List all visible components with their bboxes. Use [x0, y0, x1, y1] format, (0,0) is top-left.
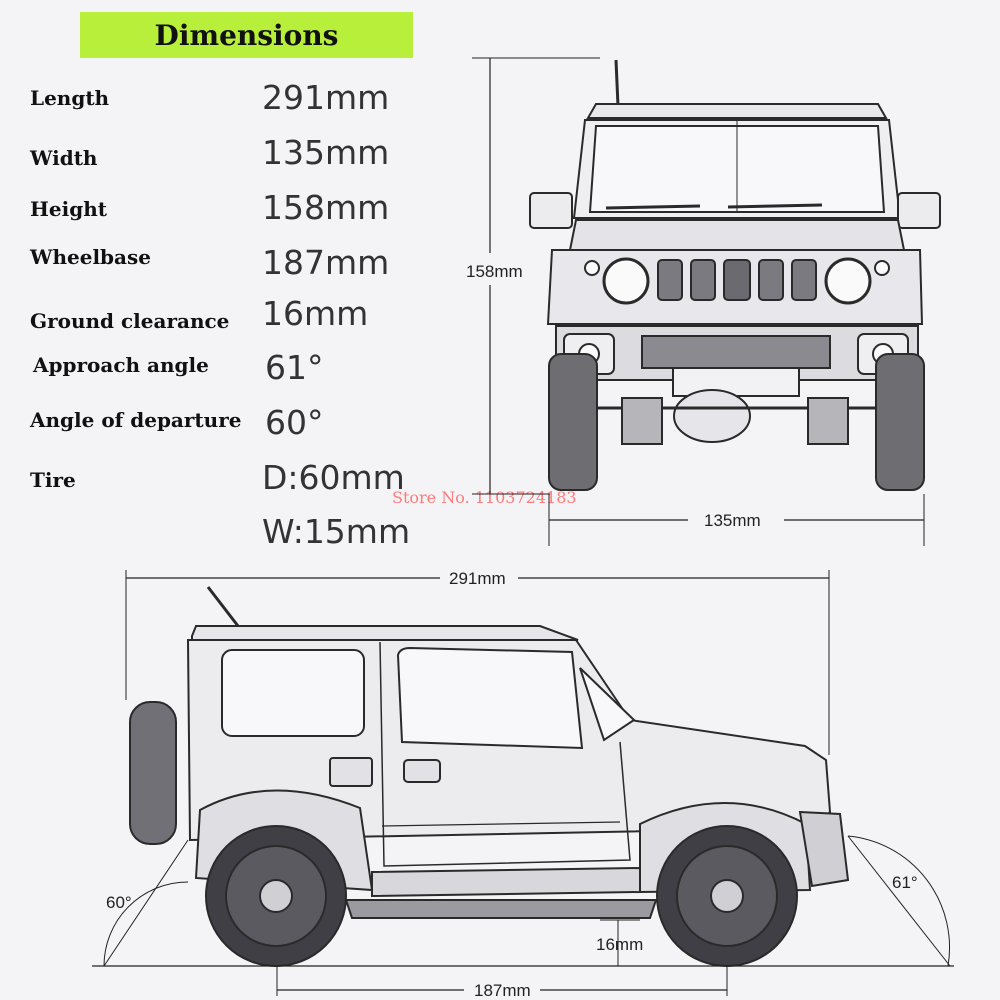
spec-label-departure-angle: Angle of departure: [30, 408, 242, 432]
spec-value-tire-diameter: D:60mm: [262, 458, 405, 497]
page-title: Dimensions: [154, 18, 339, 52]
dimensions-banner: Dimensions: [80, 12, 413, 58]
spec-label-ground-clearance: Ground clearance: [30, 309, 230, 333]
spec-label-length: Length: [30, 86, 110, 110]
front-width-label: 135mm: [704, 511, 761, 530]
front-view: [529, 59, 941, 491]
spec-label-tire: Tire: [30, 468, 76, 492]
side-clearance-label: 16mm: [596, 935, 643, 954]
spec-value-wheelbase: 187mm: [262, 243, 390, 282]
departure-angle-marker: 60°: [103, 839, 189, 967]
spec-label-approach-angle: Approach angle: [33, 353, 209, 377]
spec-label-wheelbase: Wheelbase: [30, 245, 151, 269]
store-watermark: Store No. 1103724183: [392, 488, 577, 507]
front-height-dimension: 158mm: [466, 57, 600, 495]
side-wheelbase-dimension: 187mm: [276, 966, 728, 1000]
spec-value-departure-angle: 60°: [265, 403, 324, 442]
spec-value-approach-angle: 61°: [265, 348, 324, 387]
side-departure-label: 60°: [106, 893, 132, 912]
side-length-dimension: 291mm: [125, 569, 830, 755]
side-wheelbase-label: 187mm: [474, 981, 531, 1000]
spec-value-width: 135mm: [262, 133, 390, 172]
spec-value-height: 158mm: [262, 188, 390, 227]
front-height-label: 158mm: [466, 262, 523, 281]
side-approach-label: 61°: [892, 873, 918, 892]
side-length-label: 291mm: [449, 569, 506, 588]
spec-value-length: 291mm: [262, 78, 390, 117]
side-clearance-dimension: 16mm: [596, 919, 643, 966]
approach-angle-marker: 61°: [847, 835, 951, 967]
spec-value-ground-clearance: 16mm: [262, 294, 369, 333]
side-view: [129, 586, 850, 967]
spec-label-width: Width: [30, 146, 98, 170]
spec-label-height: Height: [30, 197, 107, 221]
front-width-dimension: 135mm: [548, 494, 925, 546]
spec-value-tire-width: W:15mm: [262, 512, 411, 551]
